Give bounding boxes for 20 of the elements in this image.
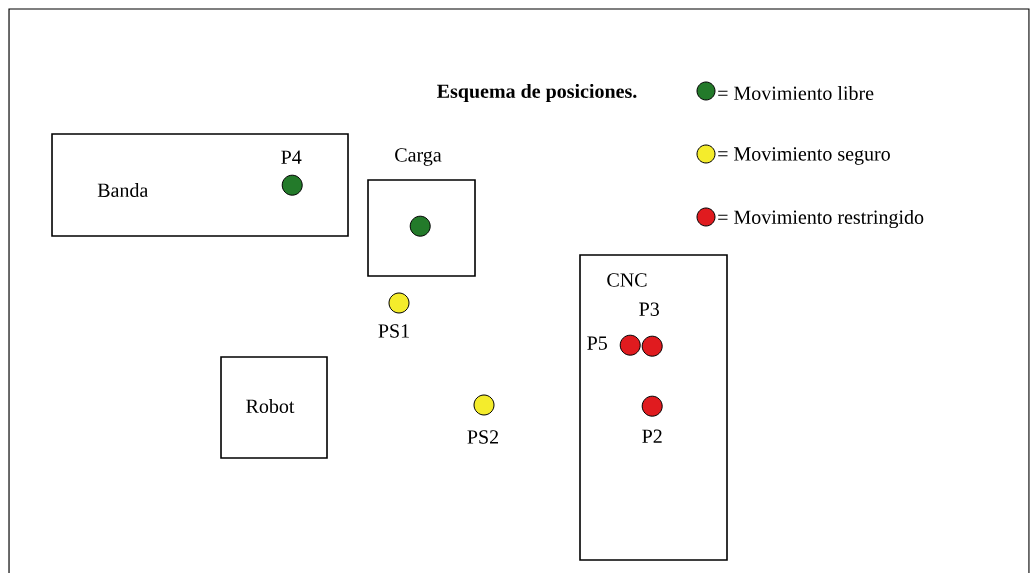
- legend-label: = Movimiento seguro: [718, 147, 890, 165]
- position-dot: [641, 395, 663, 417]
- position-dot: [473, 394, 495, 416]
- legend-label: = Movimiento libre: [718, 85, 874, 101]
- position-label: PS1: [378, 324, 409, 338]
- position-dot: [388, 292, 410, 314]
- position-label: PS2: [467, 430, 498, 444]
- node-label: Carga: [395, 148, 442, 166]
- station-box: Carga: [367, 148, 476, 277]
- station-box: Robot: [220, 356, 328, 459]
- position-dot: [281, 174, 303, 196]
- legend-label: = Movimiento restringido: [718, 209, 924, 229]
- position-label: P3: [639, 302, 659, 316]
- position-label: P4: [281, 150, 302, 164]
- position-dot: [641, 335, 663, 357]
- position-dot: [409, 215, 431, 237]
- position-label: P5: [587, 336, 607, 350]
- position-label: P2: [642, 429, 662, 443]
- position-dot: [619, 334, 641, 356]
- title: Esquema de posiciones.: [437, 83, 637, 103]
